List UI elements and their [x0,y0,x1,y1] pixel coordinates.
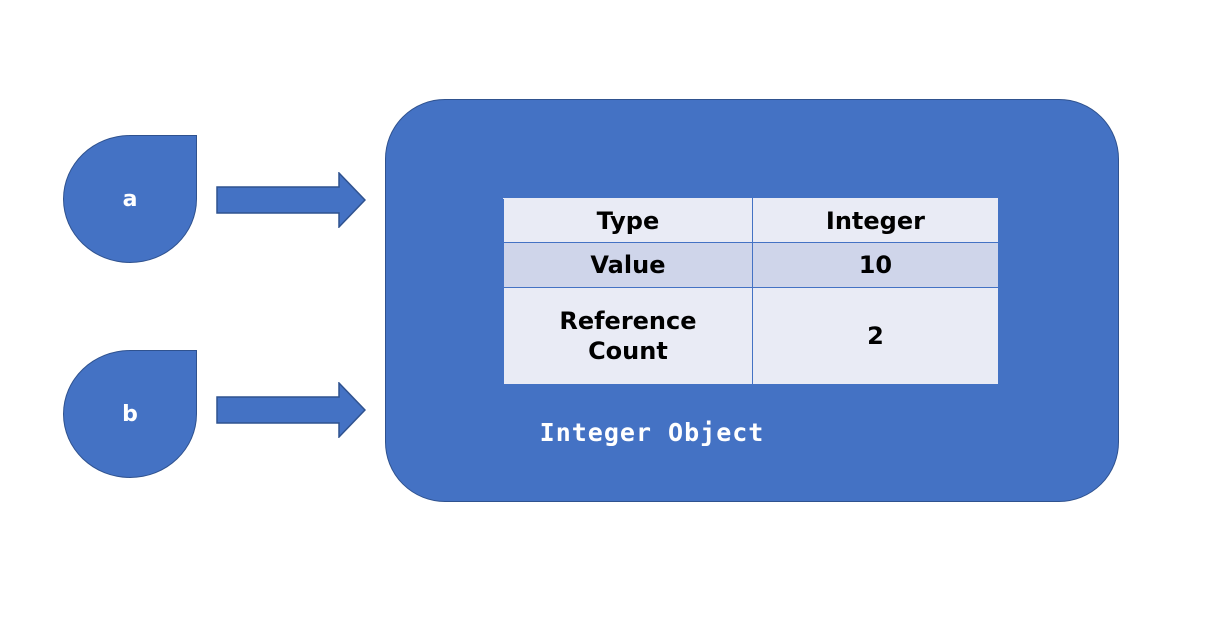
object-caption: Integer Object [539,418,765,447]
reference-count-value-cell: 2 [751,287,1000,385]
table-row-type: Type Integer [503,198,1000,243]
variable-a-shape: a [63,135,197,263]
variable-b-shape: b [63,350,197,478]
table-row-value: Value 10 [503,242,1000,288]
variable-a-label: a [122,186,138,212]
arrow-a-to-object-icon [216,172,366,228]
type-label-cell: Type [503,198,753,243]
value-value-cell: 10 [751,242,1000,288]
variable-b-label: b [122,401,138,427]
value-label-cell: Value [503,242,753,288]
type-value-cell: Integer [751,198,1000,243]
arrow-b-to-object-icon [216,382,366,438]
